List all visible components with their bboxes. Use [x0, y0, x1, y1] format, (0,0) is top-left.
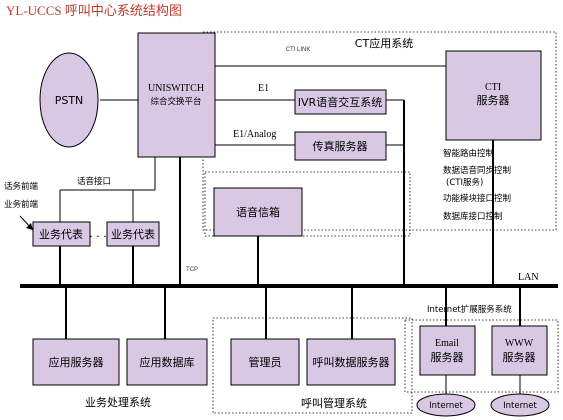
pstn-label: PSTN	[55, 94, 84, 107]
app-server-label: 应用服务器	[49, 355, 104, 369]
voice-interface-label: 话音接口	[77, 176, 111, 187]
www-label-1: WWW	[505, 338, 534, 349]
internet-label-2: Internet	[503, 401, 537, 411]
call-data-server-node	[306, 338, 396, 386]
uniswitch-node	[137, 32, 216, 158]
email-label-1: Email	[435, 338, 459, 349]
internet-label-1: Internet	[429, 401, 463, 411]
agent-label-2: 业务代表	[111, 227, 155, 241]
app-db-node	[126, 338, 208, 386]
internet-cloud-2	[490, 393, 550, 417]
email-server-node	[419, 325, 476, 376]
pstn-node	[39, 52, 99, 148]
cti-function-5: 数据库接口控制	[443, 211, 503, 222]
voice-front-label: 话务前端	[4, 181, 39, 192]
voicemail-label: 语音信箱	[236, 205, 280, 219]
cti-link-label: CTI LINK	[286, 47, 311, 53]
lan-label: LAN	[518, 272, 539, 283]
e1-analog-label: E1/Analog	[233, 129, 276, 140]
cti-function-3: (CTI服务)	[446, 177, 483, 188]
cti-function-2: 数据语音同步控制	[443, 165, 511, 176]
fax-label: 传真服务器	[313, 139, 368, 153]
cti-server-node	[445, 50, 542, 141]
ct-system-region	[202, 31, 557, 231]
call-mgmt-system-label: 呼叫管理系统	[301, 396, 367, 410]
www-label-2: 服务器	[503, 351, 536, 364]
agent-node-2	[106, 221, 160, 247]
ct-system-label: CT应用系统	[355, 36, 413, 50]
manager-label: 管理员	[249, 355, 282, 369]
app-db-label: 应用数据库	[140, 355, 195, 369]
email-label-2: 服务器	[431, 351, 464, 364]
app-server-node	[32, 338, 120, 386]
call-mgmt-region	[212, 317, 413, 414]
agent-ellipsis: . . .	[89, 227, 106, 240]
diagram-title: YL-UCCS 呼叫中心系统结构图	[6, 3, 182, 18]
ivr-label: IVR语音交互系统	[298, 95, 382, 109]
voicemail-region	[204, 171, 411, 237]
cti-function-4: 功能模块接口控制	[443, 193, 511, 204]
agent-label-1: 业务代表	[39, 227, 83, 241]
www-server-node	[491, 325, 548, 376]
internet-ext-region	[404, 319, 559, 393]
front-arrow-head	[26, 223, 33, 230]
internet-ext-label: Internet扩展服务系统	[427, 304, 512, 315]
agent-node-1	[32, 221, 91, 247]
ivr-node	[294, 89, 387, 115]
cti-label-1: CTI	[485, 82, 501, 93]
call-data-server-label: 呼叫数据服务器	[313, 355, 390, 369]
voicemail-node	[213, 187, 303, 237]
business-front-label: 业务前端	[4, 199, 39, 210]
uniswitch-label-2: 综合交换平台	[150, 96, 201, 107]
internet-cloud-1	[416, 393, 476, 417]
cti-function-1: 智能路由控制	[443, 148, 494, 159]
e1-label: E1	[258, 83, 269, 94]
manager-node	[230, 338, 300, 386]
tcp-label: TCP	[186, 267, 198, 273]
uniswitch-label-1: UNISWITCH	[148, 83, 204, 94]
fax-node	[294, 131, 387, 161]
cti-label-2: 服务器	[477, 94, 510, 107]
business-system-label: 业务处理系统	[85, 396, 151, 409]
